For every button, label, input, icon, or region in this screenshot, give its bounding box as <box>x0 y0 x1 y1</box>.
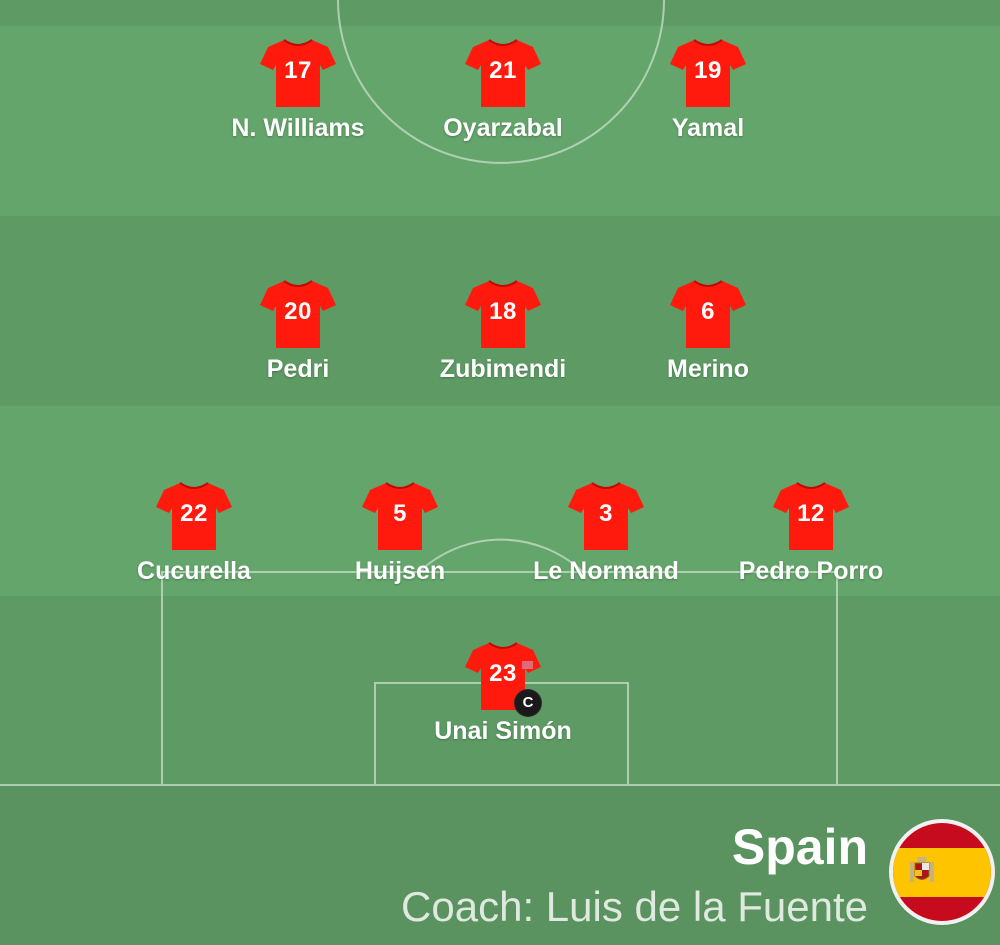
player-name: Oyarzabal <box>443 114 563 142</box>
player-name: Le Normand <box>533 557 679 585</box>
player-name: Merino <box>667 355 749 383</box>
player-card[interactable]: 22 Cucurella <box>84 481 304 601</box>
player-name: Huijsen <box>354 557 446 585</box>
pitch-markings <box>0 0 1000 786</box>
shirt-icon: 6 <box>669 279 747 351</box>
shirt-number: 12 <box>797 500 825 527</box>
team-name: Spain <box>731 819 868 875</box>
player-card-goalkeeper[interactable]: 23 C Unai Simón <box>393 641 613 761</box>
shirt-icon: 5 <box>361 481 439 553</box>
captain-badge: C <box>515 690 541 716</box>
shirt-number: 19 <box>694 57 722 84</box>
coat-of-arms-icon <box>910 857 934 882</box>
shirt-number: 20 <box>284 298 312 325</box>
center-circle-line <box>337 0 665 164</box>
coach-name: Coach: Luis de la Fuente <box>401 883 868 930</box>
shirt-icon: 22 <box>155 481 233 553</box>
player-name: N. Williams <box>231 114 365 142</box>
shirt-number: 21 <box>489 57 517 84</box>
shirt-icon: 21 <box>464 38 542 110</box>
player-name: Cucurella <box>137 557 251 585</box>
player-card[interactable]: 6 Merino <box>598 279 818 399</box>
shirt-number: 18 <box>489 298 517 325</box>
pitch-stripe <box>0 0 1000 26</box>
player-card[interactable]: 18 Zubimendi <box>393 279 613 399</box>
shirt-icon: 18 <box>464 279 542 351</box>
captain-armband-icon <box>522 661 533 669</box>
shirt-icon: 20 <box>259 279 337 351</box>
player-name: Unai Simón <box>434 717 572 745</box>
player-card[interactable]: 21 Oyarzabal <box>393 38 613 158</box>
spain-flag-icon <box>893 823 991 921</box>
shirt-icon: 19 <box>669 38 747 110</box>
penalty-arc-line <box>418 538 584 573</box>
penalty-box-line <box>161 571 838 786</box>
shirt-number: 22 <box>180 500 208 527</box>
team-footer <box>0 786 1000 945</box>
shirt-number: 6 <box>701 298 715 325</box>
player-card[interactable]: 5 Huijsen <box>290 481 510 601</box>
shirt-icon: 17 <box>259 38 337 110</box>
player-card[interactable]: 3 Le Normand <box>496 481 716 601</box>
shirt-number: 17 <box>284 57 312 84</box>
flag-yellow-band <box>893 848 991 897</box>
shirt-icon: 23 C <box>464 641 542 716</box>
player-card[interactable]: 17 N. Williams <box>188 38 408 158</box>
pitch: 17 N. Williams 21 Oyarzabal 19 Yamal 20 … <box>0 0 1000 786</box>
shirt-number: 23 <box>489 660 517 687</box>
player-name: Yamal <box>671 114 745 142</box>
player-card[interactable]: 19 Yamal <box>598 38 818 158</box>
shirt-number: 5 <box>393 500 407 527</box>
shirt-icon: 3 <box>567 481 645 553</box>
player-name: Pedri <box>266 355 330 383</box>
player-name: Zubimendi <box>439 355 567 383</box>
player-name: Pedro Porro <box>738 557 884 585</box>
shirt-icon: 12 <box>772 481 850 553</box>
player-card[interactable]: 20 Pedri <box>188 279 408 399</box>
shirt-number: 3 <box>599 500 613 527</box>
player-card[interactable]: 12 Pedro Porro <box>701 481 921 601</box>
